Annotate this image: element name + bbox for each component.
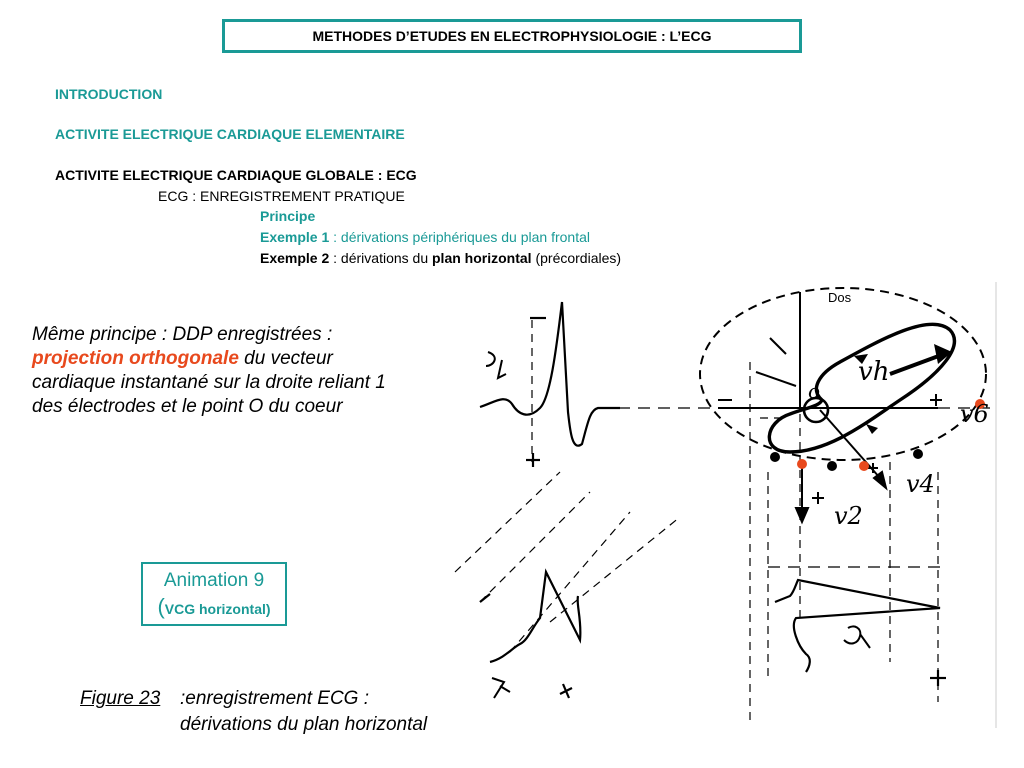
ecg-trace-bottom [768, 566, 946, 686]
exemple-1-label: Exemple 1 [260, 229, 330, 245]
slide-title: METHODES D’ETUDES EN ELECTROPHYSIOLOGIE … [312, 28, 712, 44]
electrode-v2 [797, 459, 807, 469]
electrode-v6 [975, 399, 985, 409]
outline-exemple-2: Exemple 2 : dérivations du plan horizont… [260, 250, 621, 266]
animation-title[interactable]: Animation 9 [163, 570, 265, 591]
outline-activite-globale: ACTIVITE ELECTRIQUE CARDIAQUE GLOBALE : … [55, 167, 417, 183]
label-dos: Dos [828, 290, 852, 305]
animation-paren: ( [157, 594, 165, 619]
label-v2: v2 [834, 502, 863, 530]
vcg-loop [767, 322, 957, 454]
electrode-v4 [859, 461, 869, 471]
label-vh: vh [858, 357, 889, 387]
electrodes [770, 399, 985, 471]
description-paragraph: Même principe : DDP enregistrées : proje… [32, 323, 412, 419]
exemple-1-text: : dérivations périphériques du plan fron… [329, 229, 590, 245]
animation-subtitle[interactable]: (VCG horizontal) [143, 594, 285, 620]
exemple-2-text-b: (précordiales) [531, 250, 622, 266]
outline-activite-elementaire: ACTIVITE ELECTRIQUE CARDIAQUE ELEMENTAIR… [55, 126, 405, 142]
slide-title-box: METHODES D’ETUDES EN ELECTROPHYSIOLOGIE … [222, 19, 802, 53]
animation-subtitle-text: VCG horizontal) [164, 601, 271, 617]
outline-introduction: INTRODUCTION [55, 86, 163, 102]
ecg-horizontal-plane-figure: Dos vh o v2 v4 v6 [450, 282, 997, 728]
exemple-2-text-a: : dérivations du [329, 250, 432, 266]
ecg-trace-lower-left [454, 471, 681, 699]
figure-caption-label: Figure 23 [80, 688, 161, 709]
label-v6: v6 [960, 400, 989, 428]
horizontal-plane-ellipse [699, 287, 987, 461]
label-v4: v4 [906, 470, 935, 498]
exemple-2-label: Exemple 2 [260, 250, 330, 266]
vh-vector-arrow [889, 344, 952, 376]
animation-link-box[interactable]: Animation 9 (VCG horizontal) [141, 562, 287, 626]
label-origin: o [808, 379, 820, 403]
description-highlight: projection orthogonale [32, 348, 239, 369]
figure-caption-text: :enregistrement ECG : dérivations du pla… [180, 688, 428, 735]
electrode-v5 [913, 449, 923, 459]
figure-background [450, 282, 996, 728]
exemple-2-bold: plan horizontal [432, 250, 532, 266]
description-part2: du vecteur cardiaque instantané sur la d… [32, 348, 386, 417]
electrode-v3 [827, 461, 837, 471]
vcg-loop-arrows [854, 354, 878, 434]
description-part1: Même principe : DDP enregistrées : [32, 324, 333, 345]
outline-exemple-1: Exemple 1 : dérivations périphériques du… [260, 229, 590, 245]
outline-enregistrement-pratique: ECG : ENREGISTREMENT PRATIQUE [158, 188, 405, 204]
outline-principe: Principe [260, 208, 316, 224]
origin-axes [718, 292, 942, 525]
electrode-v1 [770, 452, 780, 462]
